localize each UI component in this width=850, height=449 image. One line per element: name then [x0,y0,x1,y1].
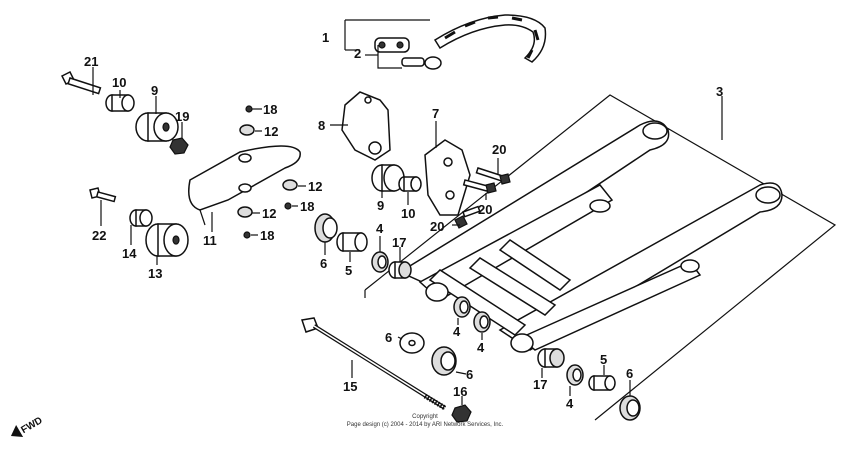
copyright-line2: Page design (c) 2004 - 2014 by ARI Netwo… [347,422,504,428]
collar-14[interactable] [129,209,153,227]
bolt-18-mid[interactable] [284,202,292,210]
seal-4-right[interactable] [566,364,584,386]
washer-6-bottom[interactable] [399,332,425,354]
seal-4-mid-a[interactable] [453,296,471,318]
callout-numbers: 1 2 3 4 4 4 4 5 5 6 6 6 6 7 8 9 9 10 10 … [84,30,723,411]
seal-4-mid-b[interactable] [473,311,491,333]
bushing-13[interactable] [145,223,189,257]
pivot-bolt-15[interactable] [301,317,447,411]
callout-10: 10 [401,206,415,221]
callout-5: 5 [345,263,352,278]
bracket-8[interactable] [341,91,391,161]
collar-10-left[interactable] [105,94,135,112]
callout-1: 1 [322,30,329,45]
copyright-notice: Copyright Page design (c) 2004 - 2014 by… [347,414,504,428]
bolt-20-a[interactable] [475,167,511,185]
callout-18: 18 [263,102,277,117]
callout-2: 2 [354,46,361,61]
callout-8: 8 [318,118,325,133]
bushing-17-right[interactable] [537,348,565,368]
bolt-21[interactable] [60,70,102,95]
plate-7[interactable] [424,139,471,216]
callout-12: 12 [264,124,278,139]
callout-20: 20 [478,202,492,217]
callout-17: 17 [533,377,547,392]
callout-9: 9 [151,83,158,98]
bearing-6-bottom[interactable] [431,346,457,376]
callout-20: 20 [492,142,506,157]
callout-4: 4 [566,396,574,411]
nut-16[interactable] [451,404,472,423]
spacer-5-right[interactable] [588,375,616,391]
callout-22: 22 [92,228,106,243]
callout-6: 6 [320,256,327,271]
seal-4-left[interactable] [371,251,389,273]
nut-19[interactable] [169,137,189,155]
drive-chain[interactable] [433,14,547,63]
copyright-line1: Copyright [412,414,438,420]
callout-7: 7 [432,106,439,121]
bolt-20-b[interactable] [462,179,497,194]
nut-12-low[interactable] [237,206,253,218]
callout-4: 4 [376,221,384,236]
callout-12: 12 [308,179,322,194]
bushing-17-left[interactable] [388,261,412,279]
nut-12-top[interactable] [239,124,255,136]
bolt-22[interactable] [89,187,117,203]
fwd-label: FWD [19,415,44,436]
nut-12-mid[interactable] [282,179,298,191]
spacer-5-left[interactable] [336,232,368,252]
callout-14: 14 [122,246,137,261]
callout-6: 6 [385,330,392,345]
bushing-9-left[interactable] [135,112,179,142]
callout-3: 3 [716,84,723,99]
callout-19: 19 [175,109,189,124]
callout-6: 6 [466,367,473,382]
callout-12: 12 [262,206,276,221]
callout-18: 18 [260,228,274,243]
callout-13: 13 [148,266,162,281]
callout-5: 5 [600,352,607,367]
collar-10-right[interactable] [398,176,422,192]
callout-16: 16 [453,384,467,399]
bearing-6-left[interactable] [314,213,338,243]
chain-joint[interactable] [374,37,442,70]
callout-4: 4 [453,324,461,339]
callout-15: 15 [343,379,357,394]
callout-20: 20 [430,219,444,234]
swingarm[interactable] [364,94,837,421]
bearing-6-right[interactable] [619,395,641,421]
fwd-indicator: FWD [10,415,45,438]
callout-10: 10 [112,75,126,90]
callout-9: 9 [377,198,384,213]
callout-6: 6 [626,366,633,381]
callout-21: 21 [84,54,98,69]
chain-case-11[interactable] [188,145,301,226]
callout-17: 17 [392,235,406,250]
callout-18: 18 [300,199,314,214]
bolt-18-top[interactable] [245,105,258,113]
leader-lines [92,67,723,405]
fwd-arrow-icon [10,424,24,438]
bolt-18-low[interactable] [243,231,251,239]
callout-4: 4 [477,340,485,355]
callout-11: 11 [203,233,217,248]
